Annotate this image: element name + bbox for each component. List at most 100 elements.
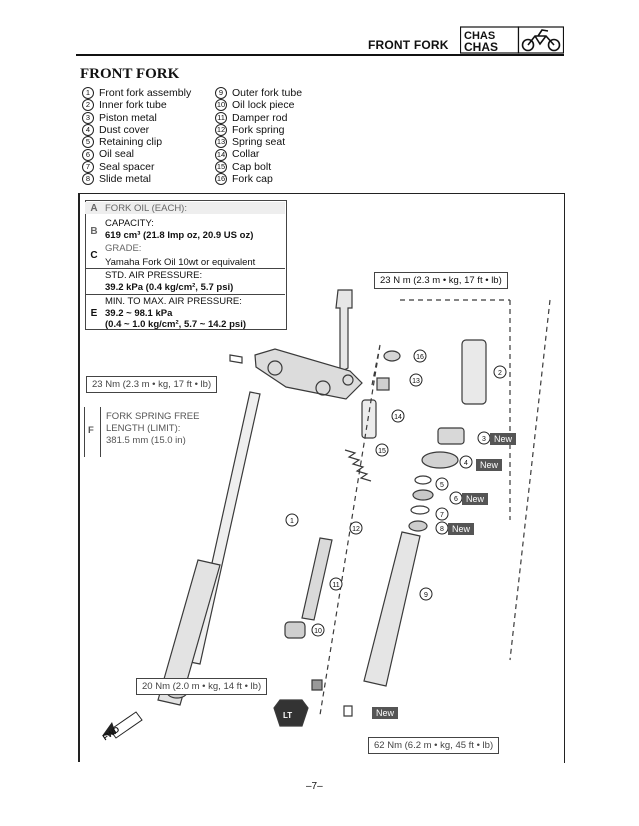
- lt-label: LT: [283, 711, 293, 720]
- svg-text:9: 9: [424, 592, 428, 599]
- legend-label: Retaining clip: [99, 136, 163, 149]
- legend-label: Front fork assembly: [99, 87, 192, 99]
- front-fork-exploded-diagram: 2 3 4 5 6 7 8 9 10 11 12 13 14 15 16 1: [102, 289, 551, 739]
- svg-text:15: 15: [378, 448, 386, 455]
- damper-rod-11: [301, 537, 333, 621]
- svg-text:2: 2: [498, 370, 502, 377]
- svg-text:13: 13: [412, 378, 420, 385]
- legend-number: 10: [215, 99, 227, 112]
- spec-label-c: C: [90, 250, 98, 261]
- diagram-frame-left: [78, 193, 80, 762]
- spec-std-pressure-value: 39.2 kPa (0.4 kg/cm², 5.7 psi): [105, 282, 234, 293]
- spec-range-head: MIN. TO MAX. AIR PRESSURE:: [105, 296, 242, 307]
- spring-spec-line3: 381.5 mm (15.0 in): [106, 435, 186, 446]
- spec-fork-oil: FORK OIL (EACH):: [105, 203, 187, 214]
- header-rule: [76, 54, 564, 56]
- svg-text:3: 3: [482, 436, 486, 443]
- legend-number: 12: [215, 124, 227, 137]
- under-bracket: [254, 348, 363, 400]
- fork-spring-12: [344, 449, 372, 482]
- legend-number: 14: [215, 148, 227, 161]
- legend-number: 13: [215, 136, 227, 149]
- legend-label: Outer fork tube: [232, 87, 303, 99]
- new-tag-piston-metal: New: [490, 433, 517, 445]
- inner-tube-2: [461, 339, 487, 405]
- outer-fork-tube-9: [363, 531, 421, 687]
- legend-item: 3 Piston metal: [82, 112, 191, 124]
- fwd-arrow-icon: [102, 711, 143, 739]
- legend-number: 8: [82, 173, 94, 186]
- legend-number: 1: [82, 87, 94, 100]
- legend-label: Piston metal: [99, 111, 157, 124]
- legend-label: Dust cover: [99, 123, 150, 136]
- legend-item: 13 Spring seat: [215, 136, 302, 149]
- svg-text:6: 6: [454, 496, 458, 503]
- legend-item: 16 Fork cap: [215, 173, 302, 186]
- fork-oil-spec-table: A FORK OIL (EACH): B CAPACITY: 619 cm³ (…: [85, 200, 287, 330]
- legend-number: 6: [82, 148, 94, 161]
- spec-label-e: E: [90, 308, 98, 319]
- diagram-frame: [78, 193, 565, 763]
- legend-number: 5: [82, 136, 94, 149]
- header-section-title: FRONT FORK: [368, 38, 449, 52]
- legend-label: Collar: [232, 148, 260, 161]
- legend-label: Oil seal: [99, 148, 135, 161]
- legend-label: Spring seat: [232, 136, 286, 149]
- new-tag-slide-metal: New: [448, 523, 475, 535]
- fork-spring-spec: F FORK SPRING FREE LENGTH (LIMIT): 381.5…: [84, 407, 274, 457]
- motorcycle-icon: [517, 26, 564, 54]
- legend-label: Inner fork tube: [99, 99, 167, 112]
- legend-item: 5 Retaining clip: [82, 136, 191, 149]
- legend-number: 16: [215, 173, 227, 186]
- legend-number: 11: [215, 111, 227, 124]
- legend-number: 9: [215, 87, 227, 100]
- legend-item: 4 Dust cover: [82, 123, 191, 137]
- new-tag-oil-seal: New: [462, 493, 489, 505]
- svg-text:10: 10: [314, 628, 322, 635]
- oil-lock-piece-10: [284, 621, 306, 639]
- legend-label: Damper rod: [232, 111, 288, 124]
- svg-text:1: 1: [290, 518, 294, 525]
- spec-capacity-value: 619 cm³ (21.8 Imp oz, 20.9 US oz): [105, 230, 254, 241]
- svg-text:7: 7: [440, 512, 444, 519]
- spec-std-pressure-head: STD. AIR PRESSURE:: [105, 270, 203, 281]
- parts-legend-right: 9 Outer fork tube 10 Oil lock piece 11 Damper…: [215, 87, 303, 186]
- torque-bottom-bolt: 62 Nm (6.2 m • kg, 45 ft • lb): [368, 737, 500, 754]
- fork-leg-left: [157, 559, 221, 706]
- legend-number: 7: [82, 160, 94, 173]
- spec-capacity-head: CAPACITY:: [105, 218, 154, 229]
- legend-number: 2: [82, 99, 94, 112]
- legend-label: Cap bolt: [232, 160, 272, 173]
- steering-stem: [335, 289, 353, 373]
- torque-cap-bolt: 23 N m (2.3 m • kg, 17 ft • lb): [374, 272, 508, 289]
- svg-text:16: 16: [416, 354, 424, 361]
- legend-label: Fork cap: [232, 173, 273, 186]
- spring-spec-line1: FORK SPRING FREE: [106, 411, 200, 422]
- svg-text:5: 5: [440, 482, 444, 489]
- legend-number: 4: [82, 124, 94, 137]
- spec-grade-head: GRADE:: [105, 243, 142, 254]
- legend-item: 10 Oil lock piece: [215, 99, 302, 112]
- legend-number: 3: [82, 111, 94, 124]
- spec-table-border: [85, 200, 287, 330]
- legend-item: 2 Inner fork tube: [82, 99, 191, 112]
- page-number: –7–: [306, 781, 323, 792]
- legend-label: Oil lock piece: [232, 99, 295, 112]
- legend-label: Fork spring: [232, 123, 285, 136]
- spec-grade-value: Yamaha Fork Oil 10wt or equivalent: [105, 257, 256, 268]
- spring-spec-label: F: [88, 425, 94, 436]
- svg-text:14: 14: [394, 414, 402, 421]
- chas-badge: CHAS CHAS: [460, 26, 564, 54]
- legend-item: 1 Front fork assembly: [82, 87, 192, 100]
- svg-text:4: 4: [464, 460, 468, 467]
- parts-legend-left: 1 Front fork assembly 2 Inner fork tube 3 Pis…: [82, 87, 192, 186]
- new-tag-dust-cover: New: [476, 459, 503, 471]
- legend-item: 14 Collar: [215, 148, 302, 161]
- svg-text:11: 11: [332, 582, 339, 589]
- piston-metal-3: [437, 427, 465, 445]
- collar-14: [361, 399, 377, 439]
- legend-item: 6 Oil seal: [82, 148, 191, 161]
